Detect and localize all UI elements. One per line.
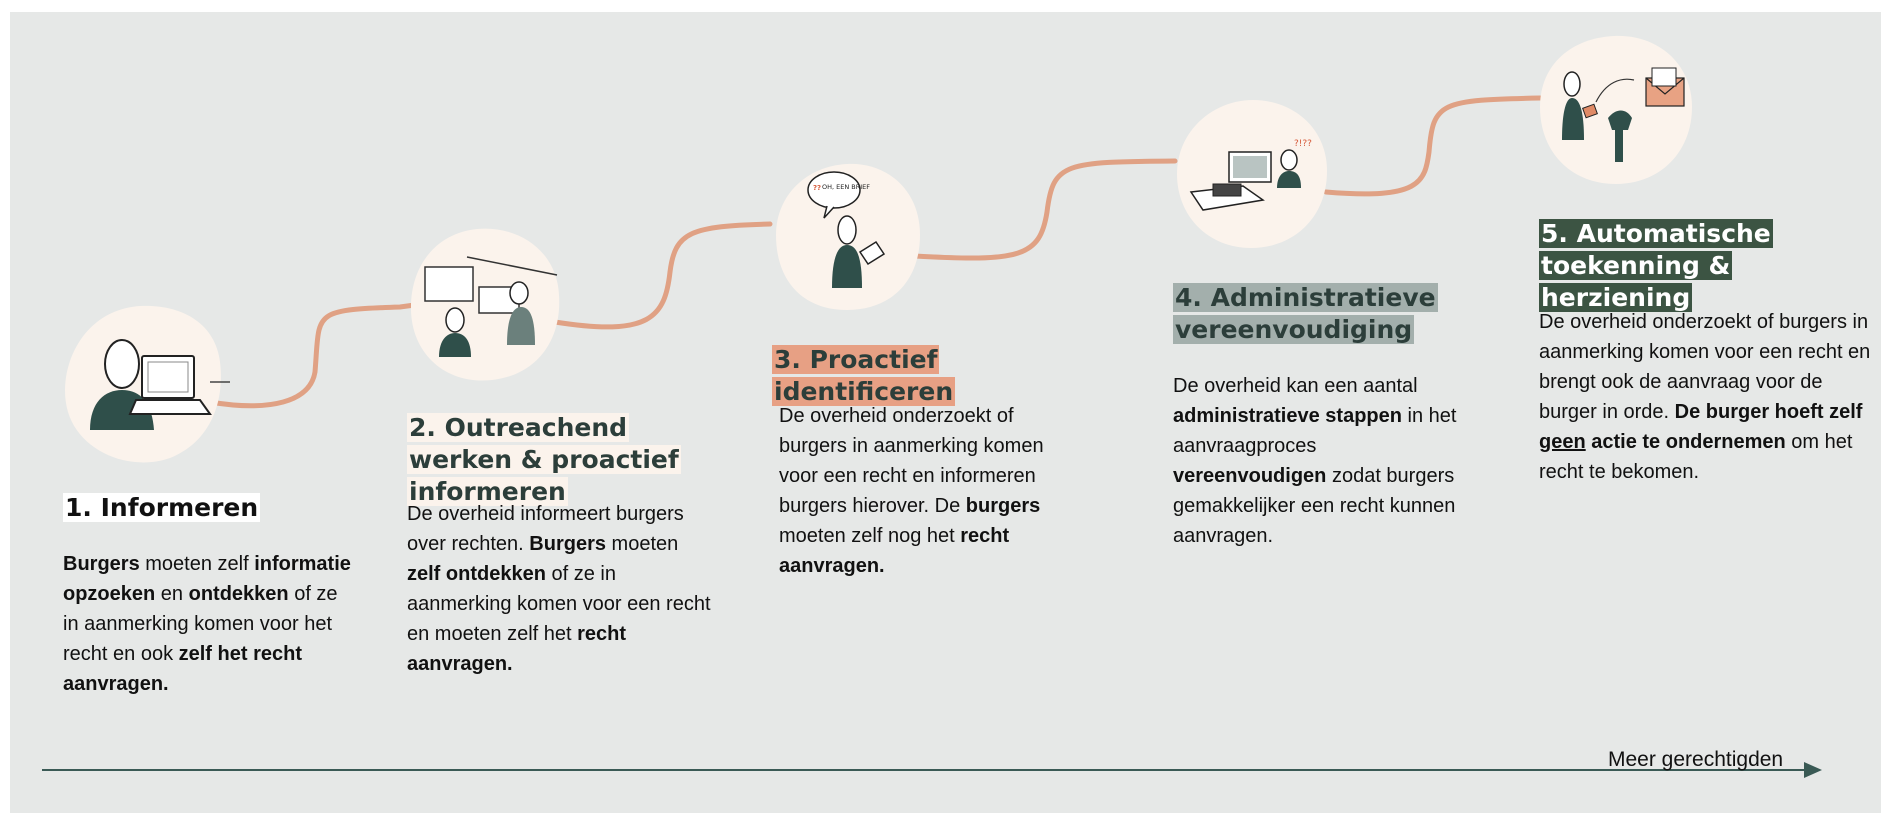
description-segment: informatie opzoeken bbox=[63, 553, 351, 605]
speech-bubble-text: OH, EEN BRIEF bbox=[822, 183, 870, 191]
description-segment: burgers bbox=[965, 495, 1041, 517]
step-4-title-text: 4. Administratieve vereenvoudiging bbox=[1173, 283, 1438, 344]
step-4-title: 4. Administratieve vereenvoudiging bbox=[1173, 282, 1473, 346]
step-1-title-text: 1. Informeren bbox=[63, 493, 261, 522]
axis-label: Meer gerechtigden bbox=[1608, 748, 1784, 771]
description-segment: zelf het recht aanvragen. bbox=[63, 643, 302, 695]
progress-path bbox=[207, 95, 1543, 409]
description-segment: geen bbox=[1539, 431, 1586, 453]
step-2-title-text: 2. Outreachend werken & proactief inform… bbox=[407, 413, 681, 506]
flow-diagram bbox=[42, 95, 1822, 778]
description-segment: recht aanvragen. bbox=[779, 525, 1010, 577]
step-4-description: De overheid kan een aantal administratie… bbox=[1173, 371, 1473, 551]
description-segment: vereenvoudigen bbox=[1173, 465, 1327, 487]
description-segment: om het recht te bekomen. bbox=[1539, 431, 1853, 483]
diagram-canvas: ?? OH, EEN BRIEF ?!?? 1. Informeren 2. O… bbox=[10, 12, 1881, 813]
description-segment: in het aanvraagproces bbox=[1173, 405, 1457, 457]
axis-arrowhead bbox=[1804, 762, 1822, 778]
svg-text:??: ?? bbox=[813, 184, 821, 192]
description-segment: Burgers bbox=[63, 553, 140, 575]
description-segment: ontdekken bbox=[188, 583, 289, 605]
vereenvoudiging-illustration: ?!?? bbox=[1177, 100, 1327, 248]
description-segment: zodat burgers gemakkelijker een recht ku… bbox=[1173, 465, 1456, 547]
description-segment: De overheid onderzoekt of burgers in aan… bbox=[1539, 311, 1871, 423]
description-segment: moeten bbox=[606, 533, 679, 555]
description-segment: De burger hoeft zelf bbox=[1674, 401, 1863, 423]
description-segment: De overheid kan een aantal bbox=[1173, 375, 1418, 397]
description-segment: administratieve stappen bbox=[1173, 405, 1402, 427]
outreach-illustration bbox=[410, 228, 560, 381]
step-2-description: De overheid informeert burgers over rech… bbox=[407, 499, 717, 679]
step-1-title: 1. Informeren bbox=[63, 492, 393, 524]
step-1-description: Burgers moeten zelf informatie opzoeken … bbox=[63, 549, 353, 699]
description-segment: Burgers bbox=[529, 533, 606, 555]
proactief-illustration: ?? OH, EEN BRIEF bbox=[776, 163, 920, 310]
step-3-title: 3. Proactief identificeren bbox=[772, 344, 1112, 408]
description-segment: moeten zelf nog het bbox=[779, 525, 961, 547]
step-5-title: 5. Automatische toekenning & herziening bbox=[1539, 218, 1879, 314]
description-segment: recht aanvragen. bbox=[407, 623, 627, 675]
description-segment: De overheid informeert burgers over rech… bbox=[407, 503, 684, 555]
informeren-illustration bbox=[65, 305, 230, 463]
step-2-title: 2. Outreachend werken & proactief inform… bbox=[407, 412, 727, 508]
step-3-description: De overheid onderzoekt of burgers in aan… bbox=[779, 401, 1079, 581]
description-segment: en bbox=[155, 583, 189, 605]
description-segment: of ze in aanmerking komen voor het recht… bbox=[63, 583, 338, 665]
step-3-title-text: 3. Proactief identificeren bbox=[772, 345, 956, 406]
step-5-title-text: 5. Automatische toekenning & herziening bbox=[1539, 219, 1773, 312]
description-segment: De overheid onderzoekt of burgers in aan… bbox=[779, 405, 1044, 517]
step-5-description: De overheid onderzoekt of burgers in aan… bbox=[1539, 307, 1874, 487]
description-segment: of ze in aanmerking komen voor een recht… bbox=[407, 563, 711, 645]
description-segment: zelf ontdekken bbox=[407, 563, 546, 585]
description-segment: moeten zelf bbox=[139, 553, 255, 575]
automatisch-illustration bbox=[1540, 35, 1692, 184]
svg-text:?!??: ?!?? bbox=[1294, 139, 1312, 149]
description-segment: actie te ondernemen bbox=[1585, 431, 1786, 453]
